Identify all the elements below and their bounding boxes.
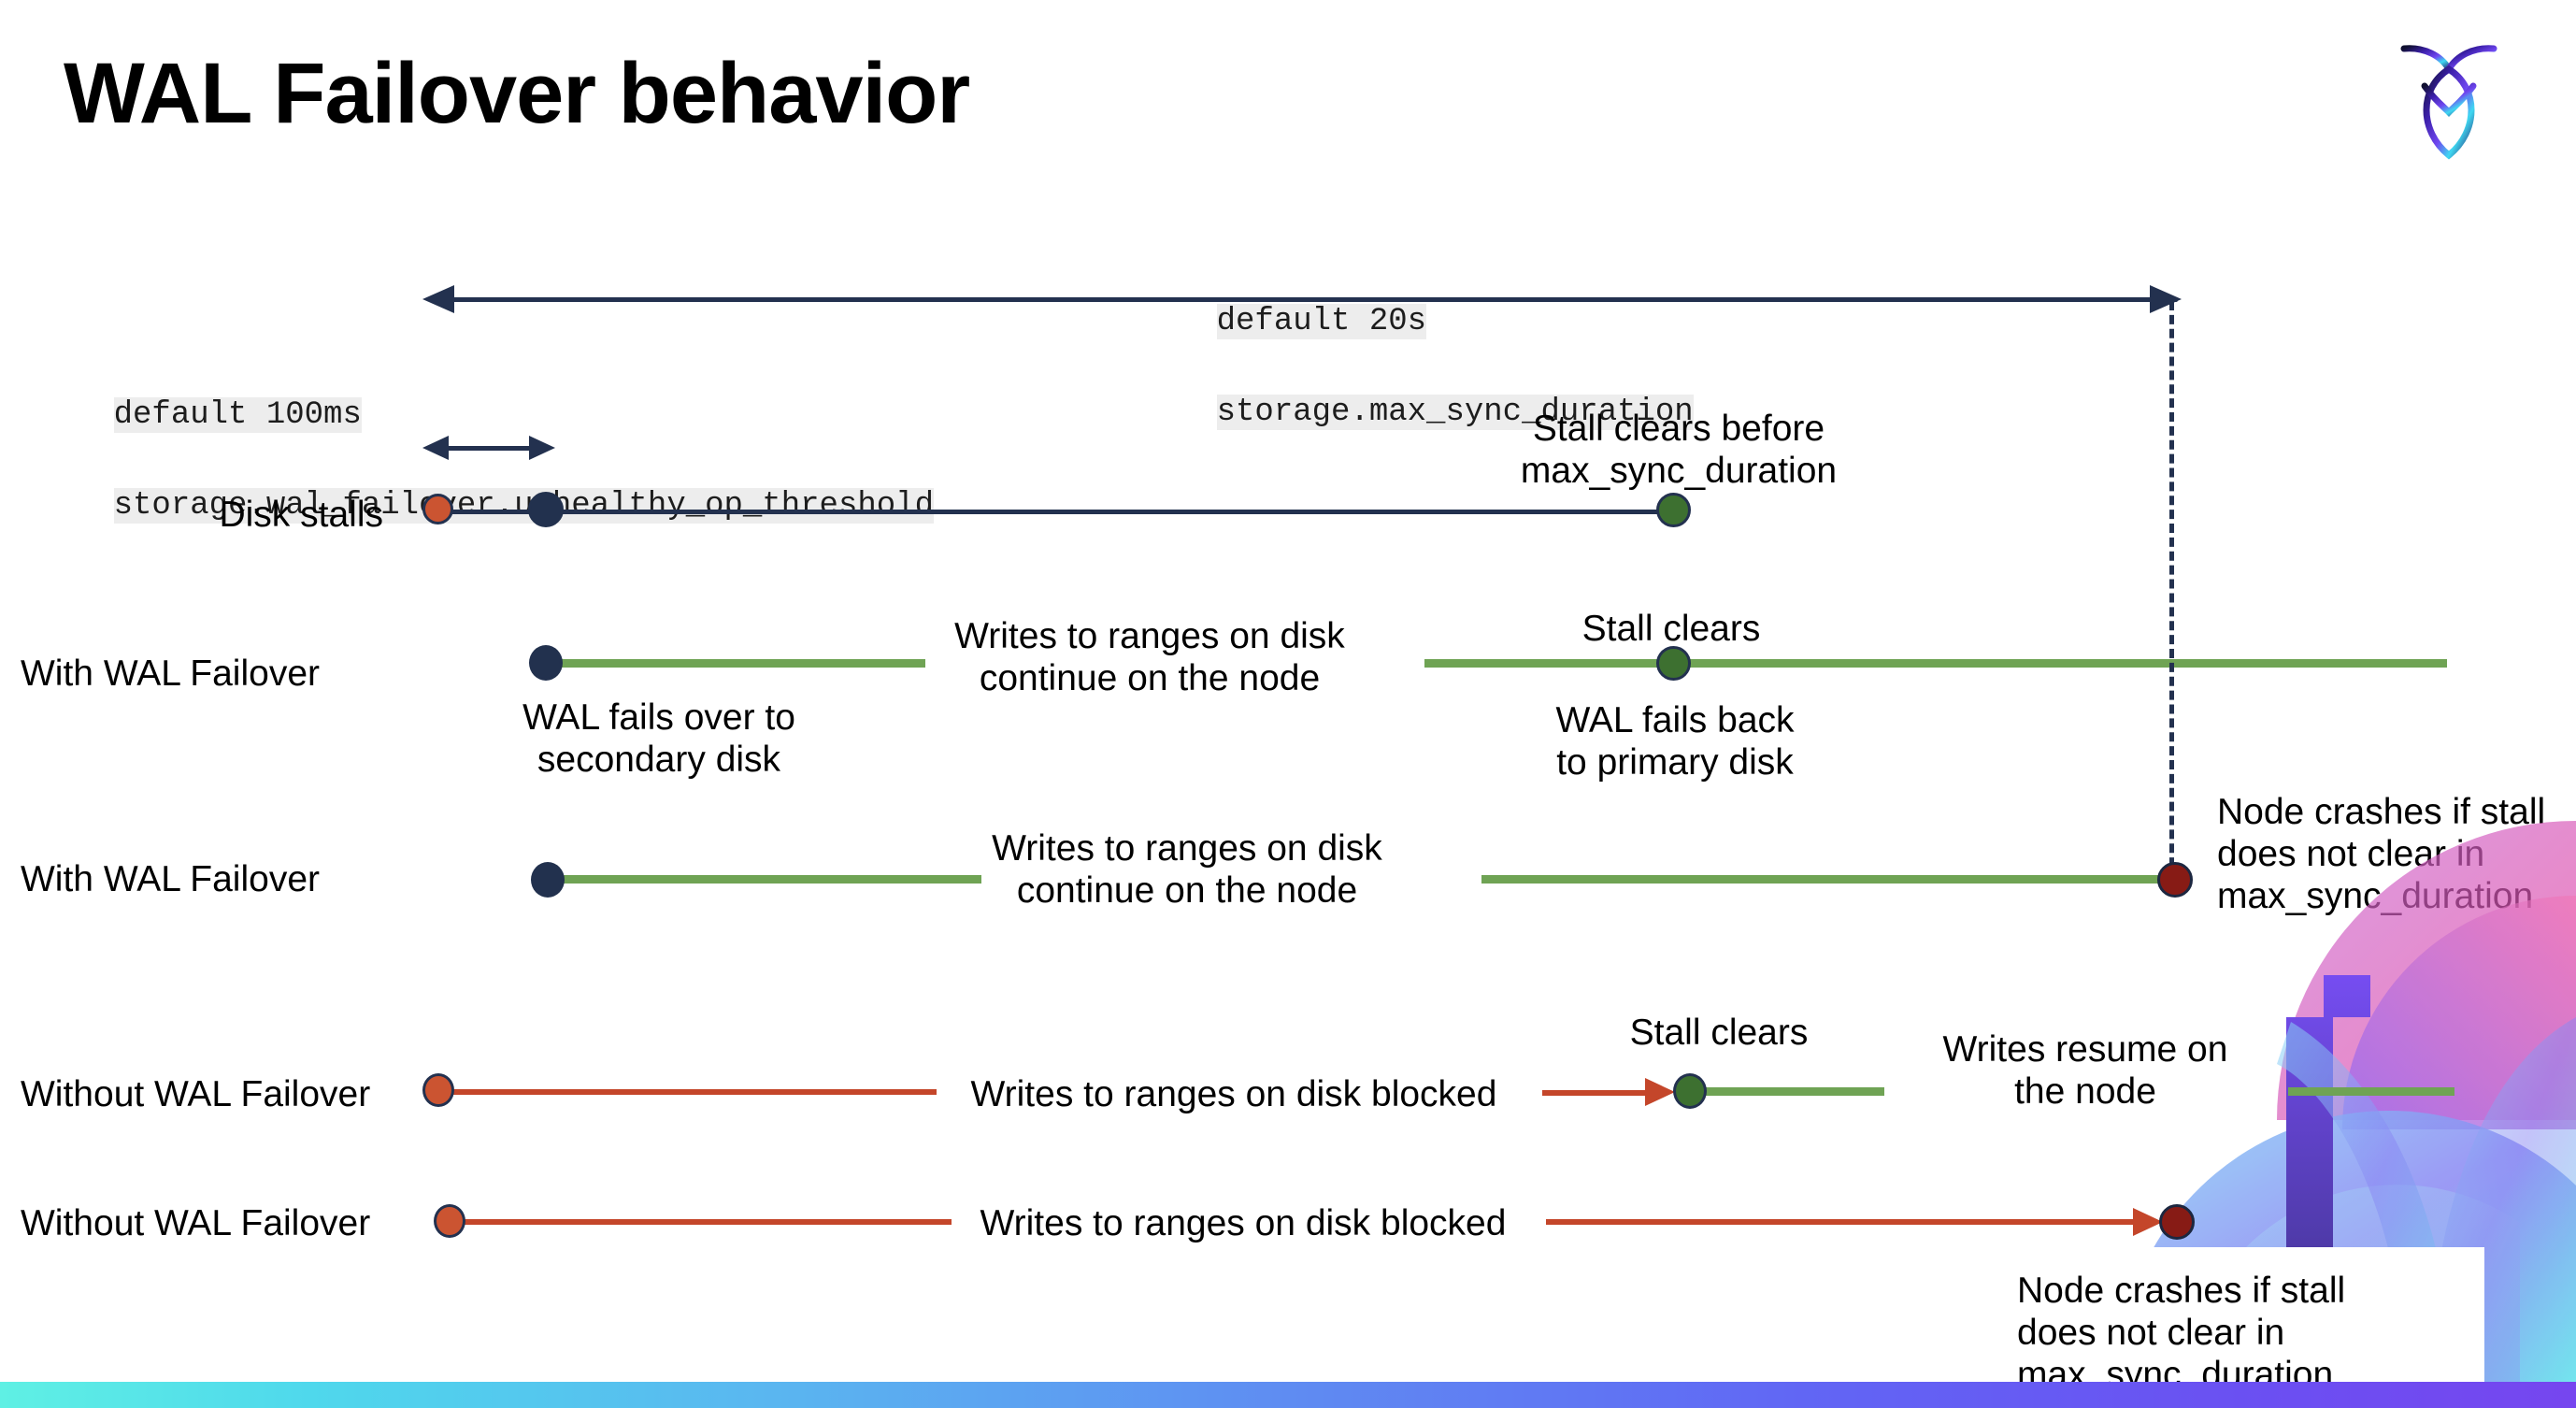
callout-writes-resume: Writes resume on the node bbox=[1942, 1029, 2228, 1113]
unhealthy-op-threshold-span-line bbox=[437, 446, 548, 451]
with-failover-crash-segment-b bbox=[1481, 875, 2175, 884]
disk-stall-start-dot-row4 bbox=[422, 1073, 454, 1107]
stall-clears-dot-row2 bbox=[1656, 646, 1691, 681]
row-label-with-wal-failover-1: With WAL Failover bbox=[21, 654, 320, 694]
unhealthy-op-threshold-annotation: default 100ms storage.wal_failover.unhea… bbox=[37, 348, 934, 573]
max-sync-duration-span-line bbox=[437, 297, 2178, 302]
without-failover-resume-line-a bbox=[1694, 1087, 1884, 1096]
node-crash-dot-1 bbox=[2157, 862, 2193, 898]
callout-node-crashes-1: Node crashes if stall does not clear in … bbox=[2217, 792, 2546, 917]
max-sync-duration-annotation: default 20s storage.max_sync_duration bbox=[1140, 254, 1694, 480]
stall-clears-dot-row1 bbox=[1656, 493, 1691, 527]
without-failover-blocked-line-a bbox=[447, 1089, 937, 1095]
unhealthy-op-threshold-setting: storage.wal_failover.unhealthy_op_thresh… bbox=[113, 487, 934, 524]
stall-clears-dot-row4 bbox=[1673, 1073, 1707, 1109]
row-label-with-wal-failover-2: With WAL Failover bbox=[21, 859, 320, 899]
callout-node-crashes-2: Node crashes if stall does not clear in … bbox=[2017, 1271, 2346, 1396]
max-sync-duration-setting: storage.max_sync_duration bbox=[1216, 394, 1694, 430]
node-crash-dot-2 bbox=[2159, 1204, 2195, 1240]
callout-backdrop bbox=[1961, 1247, 2484, 1408]
callout-stall-clears-before: Stall clears before max_sync_duration bbox=[1520, 409, 1838, 492]
page-title: WAL Failover behavior bbox=[64, 46, 970, 141]
max-sync-duration-dashed-connector bbox=[2169, 301, 2174, 881]
bottom-gradient-bar bbox=[0, 1382, 2576, 1408]
with-failover-segment-a bbox=[551, 659, 925, 668]
max-sync-duration-default: default 20s bbox=[1216, 304, 1427, 340]
callout-wal-fails-over: WAL fails over to secondary disk bbox=[522, 697, 795, 781]
with-failover-segment-b bbox=[1424, 659, 2447, 668]
unhealthy-op-threshold-default: default 100ms bbox=[113, 397, 362, 434]
threshold-arrow-left-icon bbox=[422, 436, 449, 460]
failover-trigger-dot bbox=[528, 492, 564, 527]
threshold-arrow-right-icon bbox=[529, 436, 555, 460]
cockroachdb-logo bbox=[2393, 28, 2505, 168]
callout-writes-blocked-2: Writes to ranges on disk blocked bbox=[980, 1203, 1507, 1243]
wal-failover-dot-2 bbox=[531, 862, 565, 898]
disk-stall-start-dot-row5 bbox=[434, 1204, 465, 1238]
stall-clears-arrow-icon-row4 bbox=[1645, 1078, 1675, 1106]
disk-stalls-timeline bbox=[441, 510, 1675, 514]
without-failover-crash-line-a bbox=[458, 1219, 952, 1225]
row-label-without-wal-failover-2: Without WAL Failover bbox=[21, 1203, 371, 1243]
callout-stall-clears-row2: Stall clears bbox=[1581, 609, 1761, 649]
callout-writes-continue-1: Writes to ranges on disk continue on the… bbox=[954, 616, 1345, 699]
disk-stall-start-dot bbox=[422, 494, 453, 524]
wal-failover-dot bbox=[529, 645, 563, 681]
callout-writes-blocked-1: Writes to ranges on disk blocked bbox=[970, 1074, 1497, 1114]
span-arrow-left-icon bbox=[422, 285, 454, 313]
without-failover-resume-line-b bbox=[2288, 1087, 2454, 1096]
node-crash-arrow-icon bbox=[2133, 1208, 2163, 1236]
row-label-disk-stalls: Disk stalls bbox=[219, 495, 383, 535]
span-arrow-right-icon bbox=[2150, 285, 2182, 313]
callout-writes-continue-2: Writes to ranges on disk continue on the… bbox=[992, 828, 1382, 912]
callout-stall-clears-row4: Stall clears bbox=[1629, 1013, 1809, 1053]
with-failover-crash-segment-a bbox=[551, 875, 981, 884]
without-failover-crash-line-b bbox=[1546, 1219, 2144, 1225]
callout-wal-fails-back: WAL fails back to primary disk bbox=[1555, 700, 1795, 783]
row-label-without-wal-failover-1: Without WAL Failover bbox=[21, 1074, 371, 1114]
without-failover-blocked-line-b bbox=[1542, 1090, 1654, 1096]
